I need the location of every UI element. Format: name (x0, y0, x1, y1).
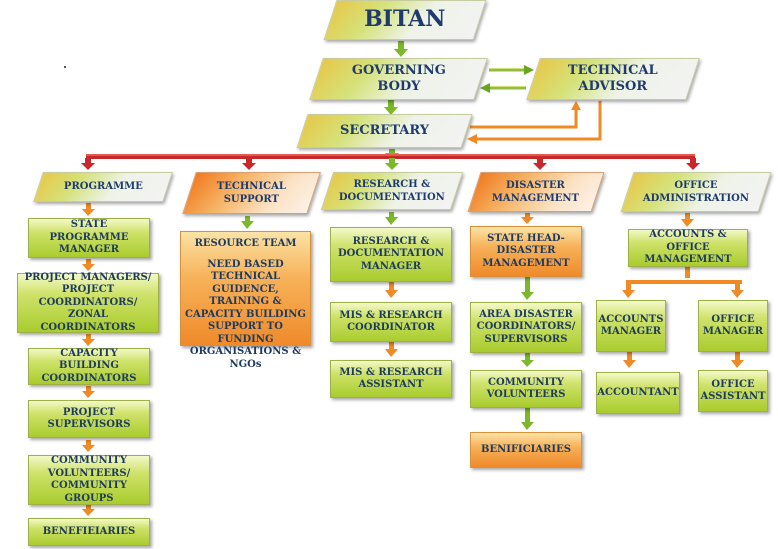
programme-item: STATE PROGRAMME MANAGER (28, 218, 150, 258)
secretary-label: SECRETARY (339, 122, 430, 138)
programme-item: CAPACITY BUILDING COORDINATORS (28, 348, 150, 385)
technical-advisor-node: TECHNICAL ADVISOR (526, 58, 700, 100)
stray-dot (64, 66, 66, 68)
arrow-governing-to-secretary (384, 100, 398, 115)
disaster-item: BENIFICIARIES (470, 432, 582, 468)
programme-item: PROJECT MANAGERS/ PROJECT COORDINATORS/ … (17, 272, 159, 333)
office-manager: OFFICE MANAGER (698, 300, 768, 352)
resource-team-title: RESOURCE TEAM (194, 238, 297, 249)
office-header-label: OFFICE ADMINISTRATION (642, 179, 750, 204)
arrow-advisor-to-secretary (467, 101, 602, 144)
disaster-header: DISASTER MANAGEMENT (467, 172, 605, 212)
programme-header-label: PROGRAMME (63, 180, 143, 192)
accounts-manager: ACCOUNTS MANAGER (596, 300, 666, 352)
resource-team-box: RESOURCE TEAM NEED BASED TECHNICAL GUIDE… (180, 231, 311, 370)
disaster-item: AREA DISASTER COORDINATORS/ SUPERVISORS (470, 302, 582, 353)
programme-item: BENEFIEIARIES (28, 518, 150, 546)
arrow-governing-to-advisor (489, 65, 534, 75)
office-header: OFFICE ADMINISTRATION (620, 172, 772, 212)
bitan-label: BITAN (364, 6, 446, 33)
disaster-header-label: DISASTER MANAGEMENT (492, 179, 580, 204)
technical-support-header-label: TECHNICAL SUPPORT (216, 180, 287, 205)
disaster-arrows (521, 213, 534, 430)
research-header-label: RESEARCH & DOCUMENTATION (339, 178, 445, 203)
office-arrows (622, 213, 744, 368)
secretary-node: SECRETARY (296, 114, 473, 148)
disaster-item: STATE HEAD- DISASTER MANAGEMENT (470, 226, 582, 277)
arrow-bitan-to-governing (394, 41, 408, 57)
research-item: MIS & RESEARCH ASSISTANT (330, 360, 452, 398)
accountant: ACCOUNTANT (596, 372, 680, 414)
technical-advisor-label: TECHNICAL ADVISOR (568, 62, 658, 94)
research-header: RESEARCH & DOCUMENTATION (320, 172, 464, 210)
disaster-item: COMMUNITY VOLUNTEERS (470, 370, 582, 408)
programme-item: PROJECT SUPERVISORS (28, 400, 150, 438)
technical-support-arrow (241, 216, 254, 229)
arrow-advisor-to-governing (480, 83, 526, 93)
programme-item: COMMUNITY VOLUNTEERS/ COMMUNITY GROUPS (28, 455, 150, 505)
programme-arrows (82, 203, 95, 516)
red-distribution-bar (86, 154, 695, 159)
research-item: MIS & RESEARCH COORDINATOR (330, 302, 452, 342)
red-drop-arrows (81, 158, 700, 170)
research-item: RESEARCH & DOCUMENTATION MANAGER (330, 227, 452, 282)
arrow-secretary-to-advisor (470, 101, 581, 129)
governing-body-node: GOVERNING BODY (309, 58, 488, 100)
bitan-node: BITAN (323, 0, 487, 40)
governing-body-label: GOVERNING BODY (351, 62, 446, 94)
office-assistant: OFFICE ASSISTANT (698, 370, 768, 412)
technical-support-header: TECHNICAL SUPPORT (182, 172, 321, 214)
research-arrows (385, 212, 398, 357)
accounts-office-management: ACCOUNTS & OFFICE MANAGEMENT (628, 229, 748, 267)
programme-header: PROGRAMME (33, 172, 173, 202)
resource-team-description: NEED BASED TECHNICAL GUIDENCE, TRAINING … (185, 258, 306, 370)
